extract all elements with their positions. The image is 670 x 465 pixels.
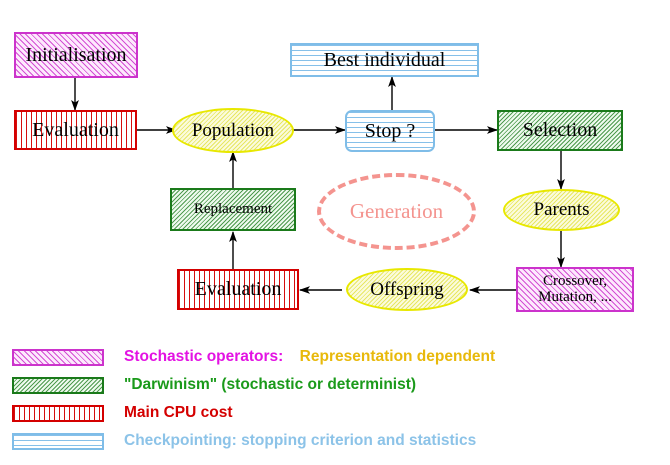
legend-text-stochastic: Stochastic operators: Representation dep…	[124, 348, 495, 366]
node-initialisation-label: Initialisation	[25, 43, 127, 66]
node-best-individual-label: Best individual	[323, 48, 446, 71]
legend-swatch-blue	[12, 432, 104, 450]
node-evaluation-bottom[interactable]: Evaluation	[177, 269, 299, 310]
node-generation-label: Generation	[349, 199, 444, 224]
node-selection[interactable]: Selection	[497, 110, 623, 151]
legend-label-stochastic-primary: Stochastic operators:	[124, 348, 284, 365]
node-replacement-label: Replacement	[193, 200, 273, 217]
node-population-label: Population	[191, 119, 275, 141]
node-stop-label: Stop ?	[364, 119, 416, 142]
node-parents[interactable]: Parents	[503, 189, 620, 231]
node-parents-label: Parents	[533, 199, 590, 221]
legend-row-stochastic: Stochastic operators: Representation dep…	[12, 344, 495, 370]
legend-row-darwinism: "Darwinism" (stochastic or determinist)	[12, 372, 416, 398]
node-offspring[interactable]: Offspring	[346, 268, 468, 311]
node-variation-label-line2: Mutation, ...	[538, 288, 612, 305]
node-best-individual[interactable]: Best individual	[290, 43, 479, 77]
legend-swatch-magenta	[12, 348, 104, 366]
legend: Stochastic operators: Representation dep…	[0, 336, 670, 465]
node-evaluation-left-label: Evaluation	[32, 118, 119, 141]
node-generation: Generation	[317, 173, 476, 250]
legend-label-checkpointing: Checkpointing: stopping criterion and st…	[124, 432, 477, 449]
legend-swatch-red	[12, 404, 104, 422]
node-stop[interactable]: Stop ?	[345, 110, 435, 152]
node-evaluation-bottom-label: Evaluation	[194, 278, 282, 300]
node-evaluation-left[interactable]: Evaluation	[14, 110, 137, 150]
node-variation-label-line1: Crossover,	[543, 272, 607, 289]
node-replacement[interactable]: Replacement	[170, 188, 296, 231]
node-population[interactable]: Population	[172, 108, 294, 153]
legend-label-cpu: Main CPU cost	[124, 404, 233, 421]
node-selection-label: Selection	[522, 119, 598, 141]
node-variation[interactable]: Crossover, Mutation, ...	[516, 267, 634, 312]
legend-swatch-green	[12, 376, 104, 394]
legend-label-darwinism: "Darwinism" (stochastic or determinist)	[124, 376, 417, 393]
legend-row-cpu: Main CPU cost	[12, 400, 233, 426]
node-offspring-label: Offspring	[370, 278, 444, 300]
legend-label-stochastic-secondary: Representation dependent	[299, 348, 496, 365]
legend-row-checkpointing: Checkpointing: stopping criterion and st…	[12, 428, 476, 454]
node-initialisation[interactable]: Initialisation	[14, 32, 138, 78]
